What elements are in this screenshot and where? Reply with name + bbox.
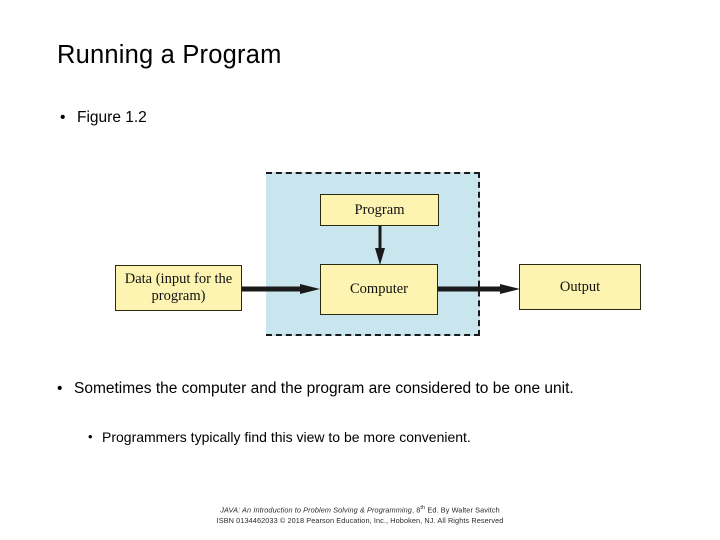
arrow-data-to-computer-icon — [242, 284, 320, 294]
bullet-figure-reference: • Figure 1.2 — [60, 108, 360, 128]
footer-edition-ordinal: th — [420, 505, 426, 511]
bullet-text: Figure 1.2 — [77, 109, 147, 126]
diagram-box-computer: Computer — [320, 264, 438, 315]
diagram-box-data: Data (input for the program) — [115, 265, 242, 311]
bullet-text: Sometimes the computer and the program a… — [74, 380, 574, 397]
bullet-text: Programmers typically find this view to … — [102, 429, 471, 445]
page-title: Running a Program — [57, 41, 282, 69]
diagram-box-program: Program — [320, 194, 439, 226]
footer-edition-sep: , 8 — [411, 505, 421, 515]
footer-line-2: ISBN 0134462033 © 2018 Pearson Education… — [216, 515, 504, 525]
arrow-program-to-computer-icon — [375, 226, 385, 265]
bullet-programmers-view: • Programmers typically find this view t… — [88, 428, 608, 446]
footer-book-title: JAVA: An Introduction to Problem Solving… — [220, 505, 412, 515]
bullet-marker: • — [60, 109, 66, 126]
arrow-computer-to-output-icon — [438, 284, 520, 294]
footer-line-1: JAVA: An Introduction to Problem Solving… — [0, 503, 720, 516]
bullet-marker: • — [57, 380, 63, 397]
computer-and-program-region — [266, 172, 480, 336]
bullet-one-unit: • Sometimes the computer and the program… — [57, 379, 637, 399]
footer-author: Ed. By Walter Savitch — [425, 505, 500, 515]
footer-attribution: JAVA: An Introduction to Problem Solving… — [0, 503, 720, 526]
diagram-box-output: Output — [519, 264, 641, 310]
bullet-marker: • — [88, 429, 93, 444]
